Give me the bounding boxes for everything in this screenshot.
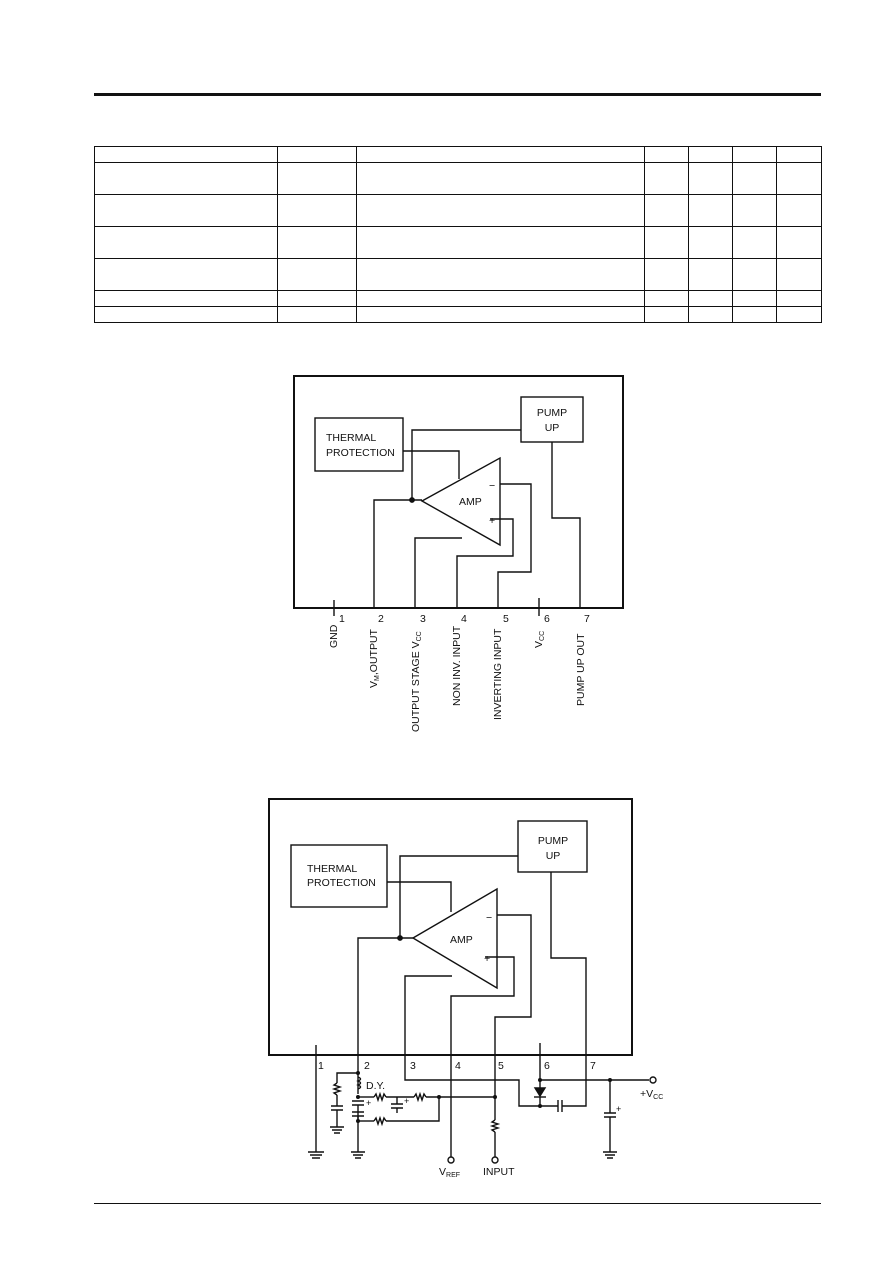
circuit-nodes	[356, 1071, 612, 1123]
thermal-label-2: PROTECTION	[307, 877, 376, 889]
amp-plus: +	[484, 953, 490, 965]
application-circuit	[268, 798, 657, 1164]
amp-triangle	[420, 456, 501, 547]
amp-label: AMP	[450, 934, 473, 946]
thermal-label-2: PROTECTION	[326, 447, 395, 459]
spec-table	[94, 146, 822, 323]
pin-number: 7	[590, 1060, 596, 1072]
pin-label-non-inv-input: NON INV. INPUT	[451, 625, 463, 706]
pin-number: 5	[503, 613, 509, 625]
pin-number: 2	[364, 1060, 370, 1072]
ic-package-outline	[268, 798, 633, 1056]
thermal-protection-block	[290, 844, 388, 908]
amp-triangle	[411, 887, 498, 990]
pump-label-1: PUMP	[538, 835, 568, 847]
table-row	[94, 306, 822, 323]
pin-number: 5	[498, 1060, 504, 1072]
pin-label-vm-output: VM,OUTPUT	[368, 628, 381, 688]
amp-minus: −	[486, 912, 492, 924]
pin-number: 3	[410, 1060, 416, 1072]
cap-plus-mark: +	[366, 1098, 371, 1108]
thermal-label-1: THERMAL	[307, 863, 357, 875]
pin-number: 4	[461, 613, 467, 625]
pump-up-block	[520, 396, 584, 443]
dy-label: D.Y.	[366, 1080, 385, 1092]
table-header-row	[94, 146, 822, 163]
pump-up-block	[517, 820, 588, 873]
table-row	[94, 194, 822, 227]
pump-label-2: UP	[545, 422, 560, 434]
table-row	[94, 162, 822, 195]
footer-rule	[94, 1203, 821, 1204]
thermal-label-1: THERMAL	[326, 432, 376, 444]
pump-label-2: UP	[546, 850, 561, 862]
pin-number: 6	[544, 613, 550, 625]
pin-label-gnd: GND	[328, 624, 340, 648]
pin-label-output-stage-vcc: OUTPUT STAGE VCC	[410, 631, 423, 732]
pin-label-pump-up-out: PUMP UP OUT	[575, 633, 587, 706]
amp-minus: −	[489, 480, 495, 492]
block-diagram-labels: THERMAL PROTECTION PUMP UP AMP − + 1 2 3…	[326, 407, 590, 732]
pin-number: 6	[544, 1060, 550, 1072]
block-diagram	[293, 375, 624, 616]
pin-number: 4	[455, 1060, 461, 1072]
pin-number: 2	[378, 613, 384, 625]
pump-label-1: PUMP	[537, 407, 567, 419]
pin-number: 3	[420, 613, 426, 625]
pin-number: 7	[584, 613, 590, 625]
pin-label-vcc: VCC	[533, 631, 546, 648]
pin-number: 1	[339, 613, 345, 625]
amp-label: AMP	[459, 496, 482, 508]
vcc-label: +VCC	[640, 1088, 663, 1101]
amp-plus: +	[489, 515, 495, 527]
pin-label-inverting-input: INVERTING INPUT	[492, 628, 504, 720]
table-row	[94, 258, 822, 291]
input-label: INPUT	[483, 1166, 515, 1178]
cap-plus-mark: +	[616, 1104, 621, 1114]
pin-number: 1	[318, 1060, 324, 1072]
vref-label: VREF	[439, 1166, 460, 1179]
application-circuit-labels: THERMAL PROTECTION PUMP UP AMP − + 1 2 3…	[307, 835, 663, 1179]
ic-package-outline	[293, 375, 624, 609]
thermal-protection-block	[314, 417, 404, 472]
header-rule	[94, 93, 821, 96]
table-row	[94, 226, 822, 259]
cap-plus-mark: +	[404, 1096, 409, 1106]
